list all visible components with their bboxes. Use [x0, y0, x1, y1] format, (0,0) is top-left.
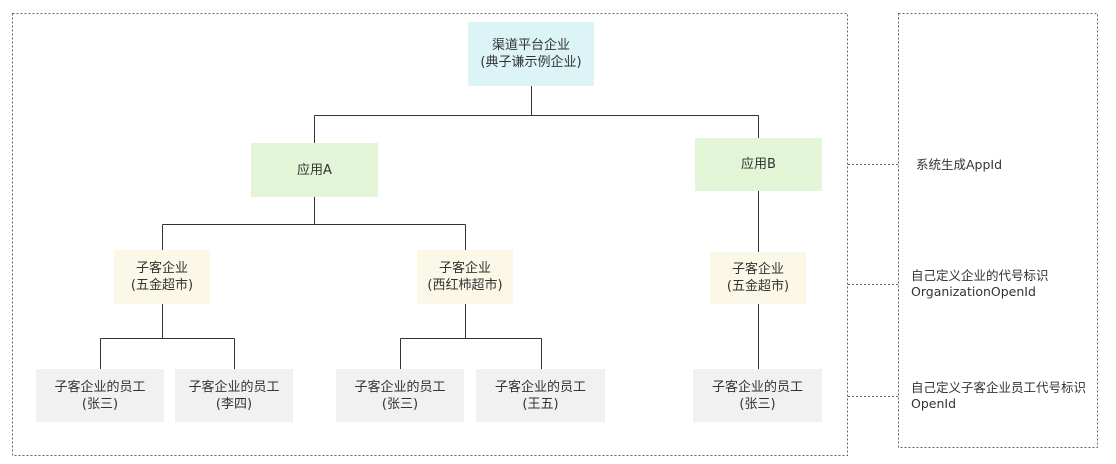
employee-node-4: 子客企业的员工 (王五)	[476, 369, 605, 422]
note-open-id-line1: 自己定义子客企业员工代号标识	[911, 380, 1087, 395]
app-node-b: 应用B	[695, 138, 822, 191]
sub-node-1-line1: 子客企业	[135, 261, 188, 276]
employee-node-2-line2: (李四)	[215, 396, 253, 412]
connector-sub1-employees	[100, 304, 235, 369]
note-app-id: 系统生成AppId	[916, 157, 1002, 173]
employee-node-1-line1: 子客企业的员工	[54, 379, 146, 395]
employee-node-5: 子客企业的员工 (张三)	[693, 369, 822, 422]
note-open-id-line2: OpenId	[911, 396, 957, 411]
employee-node-3-line1: 子客企业的员工	[354, 379, 446, 395]
root-node: 渠道平台企业 (典子谦示例企业)	[468, 22, 594, 86]
employee-node-5-line2: (张三)	[739, 396, 776, 412]
app-node-a: 应用A	[251, 143, 378, 197]
sub-node-2-line1: 子客企业	[438, 261, 491, 276]
employee-node-4-line2: (王五)	[522, 396, 559, 412]
main-dotted-frame	[12, 13, 848, 456]
note-org-open-id: 自己定义企业的代号标识 OrganizationOpenId	[911, 268, 1049, 300]
notes-dotted-frame	[898, 13, 1098, 448]
employee-node-1-line2: (张三)	[81, 396, 119, 412]
connector-sub2-employees	[400, 304, 542, 369]
employee-node-4-line1: 子客企业的员工	[494, 379, 586, 395]
sub-node-3-line1: 子客企业	[731, 262, 784, 277]
connector-appa-subs	[162, 197, 466, 250]
sub-node-3-line2: (五金超市)	[726, 279, 790, 294]
employee-node-2: 子客企业的员工 (李四)	[175, 369, 293, 422]
root-subtitle: (典子谦示例企业)	[480, 55, 582, 70]
employee-node-3-line2: (张三)	[381, 396, 419, 412]
employee-node-3: 子客企业的员工 (张三)	[336, 369, 464, 422]
employee-node-5-line1: 子客企业的员工	[711, 379, 803, 395]
note-org-open-id-line2: OrganizationOpenId	[911, 284, 1036, 299]
note-app-id-line1: 系统生成AppId	[916, 157, 1003, 172]
connector-root-apps	[314, 86, 759, 143]
note-open-id: 自己定义子客企业员工代号标识 OpenId	[911, 380, 1086, 412]
app-node-a-label: 应用A	[297, 162, 332, 178]
root-title: 渠道平台企业	[491, 38, 570, 53]
sub-node-1: 子客企业 (五金超市)	[114, 250, 210, 304]
app-node-b-label: 应用B	[741, 157, 776, 172]
sub-node-2-line2: (西红柿超市)	[427, 278, 503, 293]
note-org-open-id-line1: 自己定义企业的代号标识	[911, 268, 1049, 283]
sub-node-2: 子客企业 (西红柿超市)	[417, 250, 513, 304]
sub-node-1-line2: (五金超市)	[130, 278, 194, 293]
employee-node-1: 子客企业的员工 (张三)	[36, 369, 164, 422]
employee-node-2-line1: 子客企业的员工	[188, 379, 280, 395]
sub-node-3: 子客企业 (五金超市)	[710, 252, 806, 304]
